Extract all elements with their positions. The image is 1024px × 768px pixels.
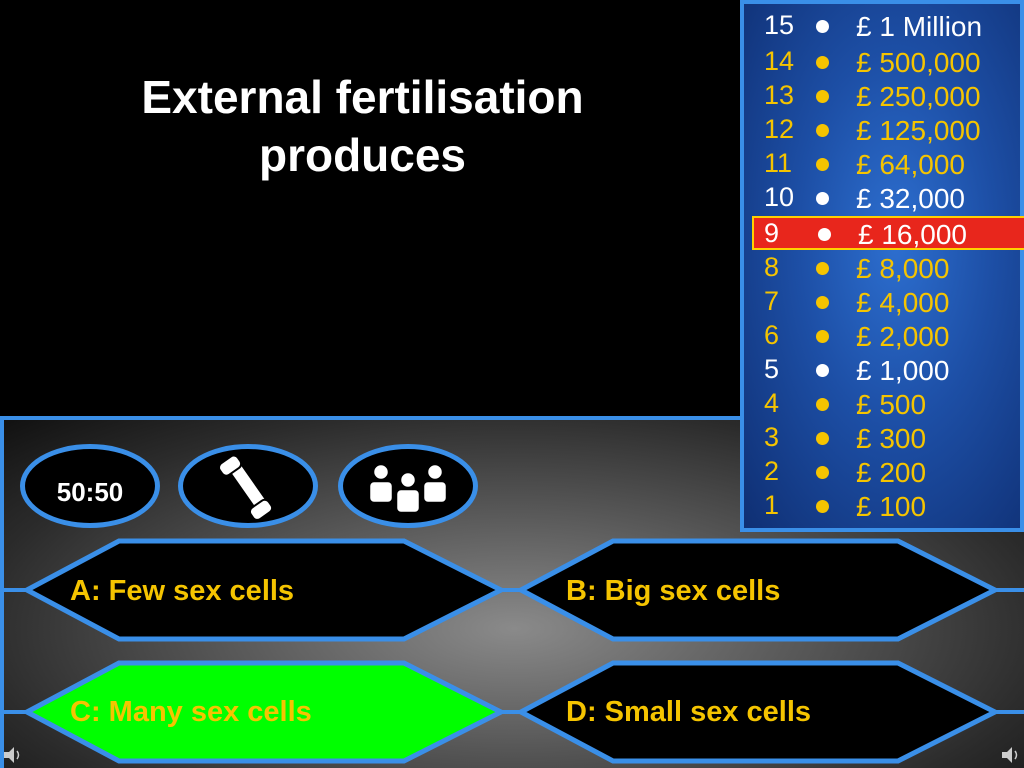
answer-d-button[interactable]: D: Small sex cells — [518, 659, 998, 765]
ladder-rung: 8£ 8,000 — [764, 252, 950, 284]
answer-a-button[interactable]: A: Few sex cells — [24, 537, 504, 643]
ladder-rung: 5£ 1,000 — [764, 354, 950, 386]
ladder-rung: 13£ 250,000 — [764, 80, 981, 112]
ladder-rung: 2£ 200 — [764, 456, 927, 488]
speaker-icon[interactable] — [2, 744, 24, 766]
ladder-rung: 7£ 4,000 — [764, 286, 950, 318]
ladder-rung: 10£ 32,000 — [764, 182, 965, 214]
answer-b-shape — [518, 538, 998, 642]
answer-a-label: A: Few sex cells — [70, 575, 295, 607]
audience-icon — [367, 462, 449, 515]
money-ladder: 15£ 1 Million 14£ 500,000 13£ 250,000 12… — [740, 0, 1024, 532]
answer-b-button[interactable]: B: Big sex cells — [518, 537, 998, 643]
question-text: External fertilisation produces — [141, 71, 584, 181]
ask-audience-lifeline-button[interactable] — [338, 444, 478, 528]
answer-b-label: B: Big sex cells — [566, 575, 781, 607]
ladder-rung: 6£ 2,000 — [764, 320, 950, 352]
ladder-rung: 12£ 125,000 — [764, 114, 981, 146]
phone-icon — [217, 454, 274, 521]
ladder-rung: 1£ 100 — [764, 490, 927, 522]
phone-a-friend-lifeline-button[interactable] — [178, 444, 318, 528]
ladder-rung: 15£ 1 Million — [764, 10, 983, 42]
fifty-fifty-lifeline-button[interactable]: 50:50 — [20, 444, 160, 528]
ladder-rung-current: 9£ 16,000 — [752, 216, 1024, 250]
ladder-rung: 14£ 500,000 — [764, 46, 981, 78]
answer-c-shape — [24, 660, 504, 764]
ladder-rung: 4£ 500 — [764, 388, 927, 420]
fifty-fifty-label: 50:50 — [56, 477, 124, 507]
ladder-rung: 11£ 64,000 — [764, 148, 965, 180]
speaker-icon[interactable] — [1000, 744, 1022, 766]
answer-c-button[interactable]: C: Many sex cells — [24, 659, 504, 765]
answer-d-shape — [518, 660, 998, 764]
answer-c-label: C: Many sex cells — [70, 696, 312, 728]
answer-d-label: D: Small sex cells — [566, 696, 812, 728]
ladder-rung: 3£ 300 — [764, 422, 927, 454]
answer-a-shape — [24, 538, 504, 642]
